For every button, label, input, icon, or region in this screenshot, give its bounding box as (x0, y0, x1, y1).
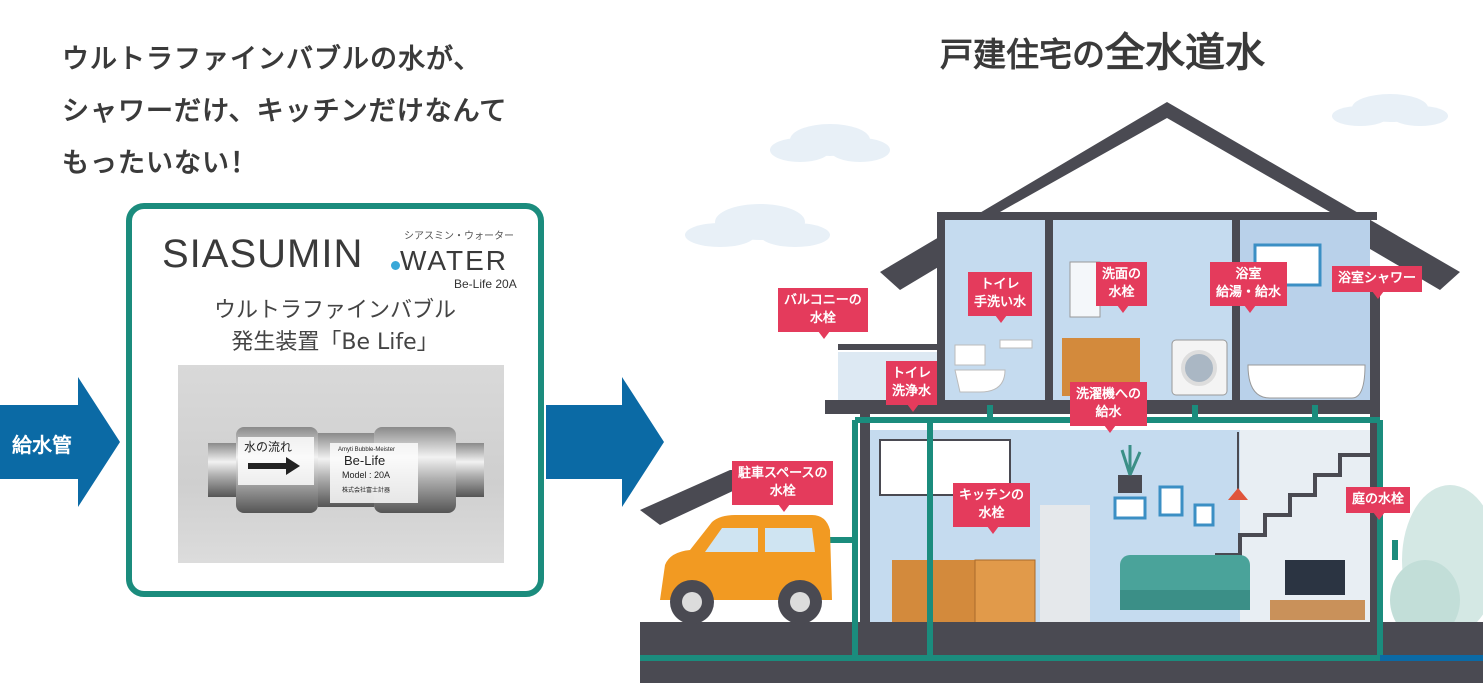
house-title-emphasis: 全水道水 (1105, 30, 1265, 76)
callout-washer-line-2: 給水 (1095, 405, 1122, 420)
brand-kana: シアスミン・ウォーター (404, 231, 514, 242)
brand-logo-text: SIASUMIN (162, 232, 364, 276)
arrow-right-icon (0, 377, 120, 507)
garden-bush (1390, 485, 1483, 640)
device-desc-line-2: 発生装置「Be Life」 (231, 330, 439, 355)
callout-bath-shower: 浴室シャワー (1332, 266, 1423, 299)
device-card: SIASUMIN シアスミン・ウォーター WATER Be-Life 20A ウ… (126, 203, 544, 597)
photo-flow-label: 水の流れ (244, 440, 292, 454)
brand-dot-icon (391, 261, 400, 270)
device-description: ウルトラファインバブル 発生装置「Be Life」 (132, 295, 538, 359)
callout-toilet-flush-line-2: 洗浄水 (892, 384, 932, 399)
callout-bath: 浴室 給湯・給水 (1210, 262, 1288, 313)
callout-toilet-hand: トイレ 手洗い水 (968, 272, 1033, 323)
callout-washroom-line-2: 水栓 (1108, 285, 1135, 300)
callout-bath-line-1: 浴室 (1235, 267, 1262, 282)
callout-parking: 駐車スペースの 水栓 (732, 461, 834, 512)
callout-washroom: 洗面の 水栓 (1096, 262, 1148, 313)
supply-pipe-arrow: 給水管 (0, 377, 120, 507)
callout-washer: 洗濯機への 給水 (1070, 382, 1148, 433)
callout-washroom-line-1: 洗面の (1102, 267, 1142, 282)
callout-balcony-line-2: 水栓 (809, 311, 836, 326)
device-photo-illustration: 水の流れ Amyti Bubble-Meister Be-Life Model … (208, 427, 484, 513)
callout-kitchen-line-2: 水栓 (978, 506, 1005, 521)
ground (640, 622, 1483, 683)
callout-garden-line-1: 庭の水栓 (1352, 492, 1405, 507)
callout-kitchen: キッチンの 水栓 (953, 483, 1031, 534)
callout-garden: 庭の水栓 (1346, 487, 1411, 520)
headline-line-1: ウルトラファインバブルの水が、 (62, 44, 482, 75)
callout-bath-shower-line-1: 浴室シャワー (1338, 271, 1417, 286)
flow-arrow (546, 377, 664, 507)
callout-balcony-line-1: バルコニーの (784, 293, 862, 308)
photo-maker-label: Amyti Bubble-Meister (338, 447, 395, 453)
photo-company-label: 株式会社富士計器 (342, 486, 390, 494)
headline-line-3: もったいない！ (62, 148, 258, 179)
brand-model: Be-Life 20A (454, 277, 517, 291)
headline-line-2: シャワーだけ、キッチンだけなんて (62, 96, 508, 127)
tv (1285, 560, 1345, 595)
photo-name-label: Be-Life (344, 453, 385, 468)
photo-model-label: Model : 20A (342, 470, 390, 480)
arrow-right-icon (546, 377, 664, 507)
callout-toilet-hand-line-2: 手洗い水 (974, 295, 1027, 310)
device-desc-line-1: ウルトラファインバブル (213, 298, 456, 323)
device-photo: 水の流れ Amyti Bubble-Meister Be-Life Model … (178, 365, 504, 563)
callout-toilet-flush-line-1: トイレ (892, 366, 932, 381)
callout-balcony: バルコニーの 水栓 (778, 288, 868, 339)
callout-toilet-hand-line-1: トイレ (980, 277, 1020, 292)
callout-kitchen-line-1: キッチンの (959, 488, 1025, 503)
callout-bath-line-2: 給湯・給水 (1216, 285, 1282, 300)
car (660, 515, 832, 624)
callout-parking-line-2: 水栓 (769, 484, 796, 499)
house-title-prefix: 戸建住宅の (940, 35, 1105, 74)
callout-parking-line-1: 駐車スペースの (738, 466, 828, 481)
bathtub (1247, 364, 1366, 399)
callout-toilet-flush: トイレ 洗浄水 (886, 361, 938, 412)
brand-water-text: WATER (400, 245, 508, 276)
house-title: 戸建住宅の全水道水 (940, 20, 1265, 78)
callout-washer-line-1: 洗濯機への (1076, 387, 1142, 402)
supply-pipe-label: 給水管 (12, 433, 72, 457)
headline: ウルトラファインバブルの水が、 シャワーだけ、キッチンだけなんて もったいない！ (62, 34, 507, 190)
